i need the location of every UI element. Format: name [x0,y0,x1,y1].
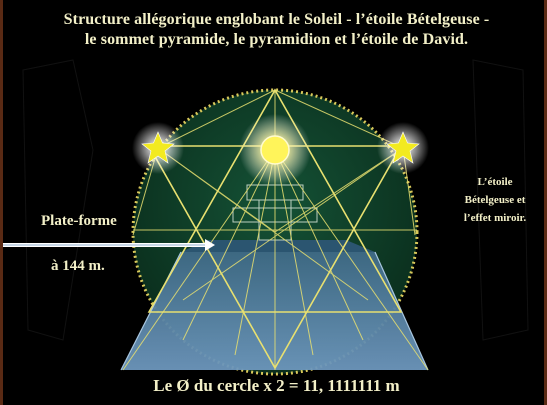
sun-icon [261,136,289,164]
side-note-line-3: l’effet miroir. [445,209,545,227]
side-note-line-2: Bételgeuse et [445,191,545,209]
altitude-label: à 144 m. [51,258,131,275]
side-note: L’étoile Bételgeuse et l’effet miroir. [445,173,545,227]
platform-label: Plate-forme [41,213,121,230]
title-line-2: le sommet pyramide, le pyramidion et l’é… [3,30,547,50]
circle-formula: Le Ø du cercle x 2 = 11, 1111111 m [3,376,547,396]
title-line-1: Structure allégorique englobant le Solei… [3,10,547,30]
diagram-title: Structure allégorique englobant le Solei… [3,10,547,50]
side-note-line-1: L’étoile [445,173,545,191]
